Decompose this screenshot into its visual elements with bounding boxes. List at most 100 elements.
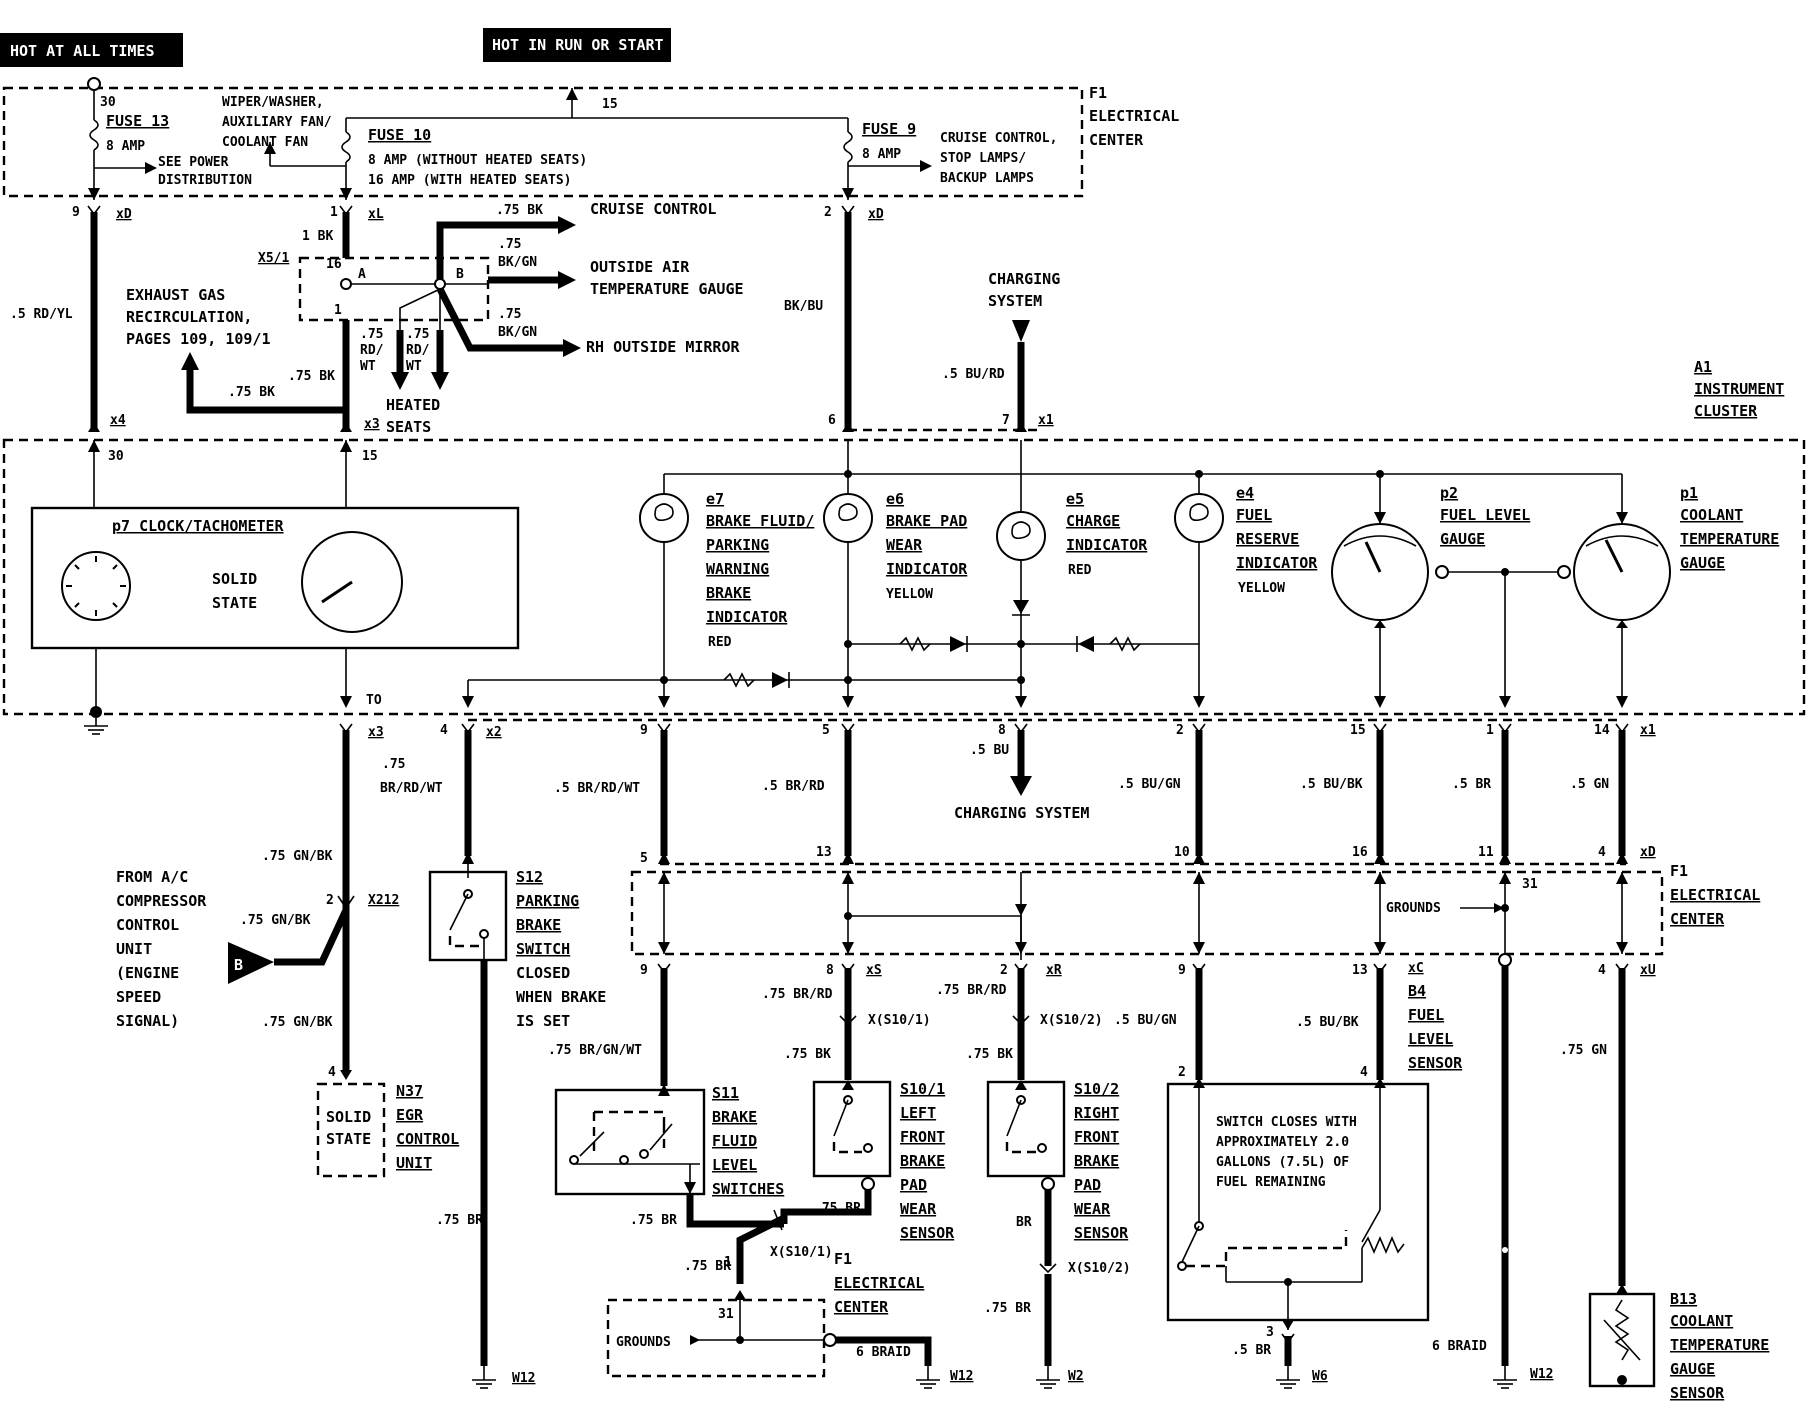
wire-rd-yl-label: .5 RD/YL	[10, 307, 73, 322]
svg-text:LEVEL: LEVEL	[712, 1156, 757, 1174]
conn-xd-1: xD	[116, 207, 132, 222]
hot-in-run-text: HOT IN RUN OR START	[492, 36, 664, 54]
svg-text:p1: p1	[1680, 484, 1698, 502]
svg-text:e5: e5	[1066, 490, 1084, 508]
fuse13-icon	[89, 119, 99, 151]
egr-label-2: RECIRCULATION,	[126, 308, 252, 326]
svg-text:xR: xR	[1046, 963, 1062, 978]
outside-air-label-2: TEMPERATURE GAUGE	[590, 280, 744, 298]
grounds-label-mid: GROUNDS	[1386, 901, 1441, 916]
svg-text:30: 30	[108, 449, 124, 464]
svg-text:.75 GN/BK: .75 GN/BK	[262, 1015, 333, 1030]
svg-text:.5 GN: .5 GN	[1570, 777, 1609, 792]
svg-text:SWITCH CLOSES WITH: SWITCH CLOSES WITH	[1216, 1115, 1357, 1130]
svg-text:WARNING: WARNING	[706, 560, 769, 578]
svg-text:BR: BR	[1016, 1215, 1032, 1230]
svg-text:B: B	[234, 956, 243, 974]
svg-text:2: 2	[1178, 1065, 1186, 1080]
hot-at-all-times-banner	[0, 33, 183, 67]
svg-text:BR/RD/WT: BR/RD/WT	[380, 781, 443, 796]
svg-text:2: 2	[824, 205, 832, 220]
svg-text:.75 GN/BK: .75 GN/BK	[262, 849, 333, 864]
fuse13-pin: 30	[100, 95, 116, 110]
svg-text:FROM A/C: FROM A/C	[116, 868, 188, 886]
svg-text:CHARGE: CHARGE	[1066, 512, 1120, 530]
fuse10-label: FUSE 10	[368, 126, 431, 144]
svg-text:.75 GN: .75 GN	[1560, 1043, 1607, 1058]
svg-text:2: 2	[326, 893, 334, 908]
svg-text:.5 BR/RD/WT: .5 BR/RD/WT	[554, 781, 640, 796]
svg-text:.5 BU/GN: .5 BU/GN	[1114, 1013, 1177, 1028]
cluster-name-2: CLUSTER	[1694, 402, 1758, 420]
charge-lamp-icon	[996, 511, 1046, 561]
fuse10-note-2: AUXILIARY FAN/	[222, 115, 332, 130]
svg-text:SOLID: SOLID	[212, 570, 257, 588]
svg-text:5: 5	[640, 851, 648, 866]
svg-text:2: 2	[1000, 963, 1008, 978]
svg-text:BRAKE: BRAKE	[712, 1108, 757, 1126]
svg-text:SPEED: SPEED	[116, 988, 161, 1006]
svg-text:SENSOR: SENSOR	[1074, 1224, 1129, 1242]
svg-text:W2: W2	[1068, 1369, 1084, 1384]
svg-text:.75 BR: .75 BR	[630, 1213, 677, 1228]
svg-text:IS SET: IS SET	[516, 1012, 570, 1030]
svg-text:xU: xU	[1640, 963, 1656, 978]
svg-text:CONTROL: CONTROL	[396, 1130, 459, 1148]
svg-text:W12: W12	[950, 1369, 973, 1384]
svg-text:FUEL: FUEL	[1236, 506, 1272, 524]
fuse13-label: FUSE 13	[106, 112, 169, 130]
svg-text:11: 11	[1478, 845, 1494, 860]
svg-text:APPROXIMATELY 2.0: APPROXIMATELY 2.0	[1216, 1135, 1349, 1150]
charging-system-bottom: CHARGING SYSTEM	[954, 804, 1089, 822]
connector-b-icon	[228, 942, 274, 984]
svg-text:.5 BR: .5 BR	[1452, 777, 1491, 792]
svg-text:GALLONS (7.5L) OF: GALLONS (7.5L) OF	[1216, 1155, 1349, 1170]
svg-text:e6: e6	[886, 490, 904, 508]
svg-text:p2: p2	[1440, 484, 1458, 502]
svg-text:WEAR: WEAR	[1074, 1200, 1111, 1218]
svg-text:FRONT: FRONT	[900, 1128, 945, 1146]
svg-text:.75 BR: .75 BR	[684, 1259, 731, 1274]
conn-xl: xL	[368, 207, 384, 222]
svg-text:.75 BK: .75 BK	[228, 385, 275, 400]
svg-text:WHEN BRAKE: WHEN BRAKE	[516, 988, 606, 1006]
svg-text:x2: x2	[486, 725, 502, 740]
svg-text:.75: .75	[406, 327, 429, 342]
svg-text:S10/2: S10/2	[1074, 1080, 1119, 1098]
svg-text:SENSOR: SENSOR	[1670, 1384, 1725, 1402]
svg-text:RD/: RD/	[406, 343, 430, 358]
svg-text:.5 BR/RD: .5 BR/RD	[762, 779, 825, 794]
svg-text:BRAKE FLUID/: BRAKE FLUID/	[706, 512, 814, 530]
svg-text:X(S10/2): X(S10/2)	[1068, 1261, 1131, 1276]
svg-text:3: 3	[1266, 1325, 1274, 1340]
svg-text:FLUID: FLUID	[712, 1132, 757, 1150]
svg-text:.75 GN/BK: .75 GN/BK	[240, 913, 311, 928]
svg-text:EGR: EGR	[396, 1106, 424, 1124]
svg-text:B4: B4	[1408, 982, 1426, 1000]
svg-text:W12: W12	[1530, 1367, 1553, 1382]
fuse9-note-1: CRUISE CONTROL,	[940, 131, 1057, 146]
clock-dial-icon	[61, 551, 131, 621]
fuse9-amp: 8 AMP	[862, 147, 901, 162]
svg-text:4: 4	[1598, 845, 1606, 860]
f1-lower-grounds-box	[606, 1298, 826, 1378]
svg-text:FUEL REMAINING: FUEL REMAINING	[1216, 1175, 1326, 1190]
clock-tachometer-box	[30, 506, 520, 650]
svg-text:S12: S12	[516, 868, 543, 886]
cluster-name-1: INSTRUMENT	[1694, 380, 1784, 398]
svg-text:.5 BU/BK: .5 BU/BK	[1296, 1015, 1359, 1030]
heated-seats-label-1: HEATED	[386, 396, 440, 414]
fuse9-note-3: BACKUP LAMPS	[940, 171, 1034, 186]
svg-text:.75: .75	[498, 307, 521, 322]
svg-text:16: 16	[1352, 845, 1368, 860]
svg-text:CENTER: CENTER	[834, 1298, 889, 1316]
svg-text:x3: x3	[368, 725, 384, 740]
svg-text:4: 4	[1598, 963, 1606, 978]
charging-system-label-2: SYSTEM	[988, 292, 1042, 310]
svg-text:6 BRAID: 6 BRAID	[856, 1345, 911, 1360]
svg-text:SIGNAL): SIGNAL)	[116, 1012, 179, 1030]
fuse9-note-2: STOP LAMPS/	[940, 151, 1026, 166]
svg-text:.75 BR/RD: .75 BR/RD	[762, 987, 833, 1002]
splice-x5-1-label: X5/1	[258, 251, 289, 266]
svg-text:RED: RED	[708, 635, 732, 650]
